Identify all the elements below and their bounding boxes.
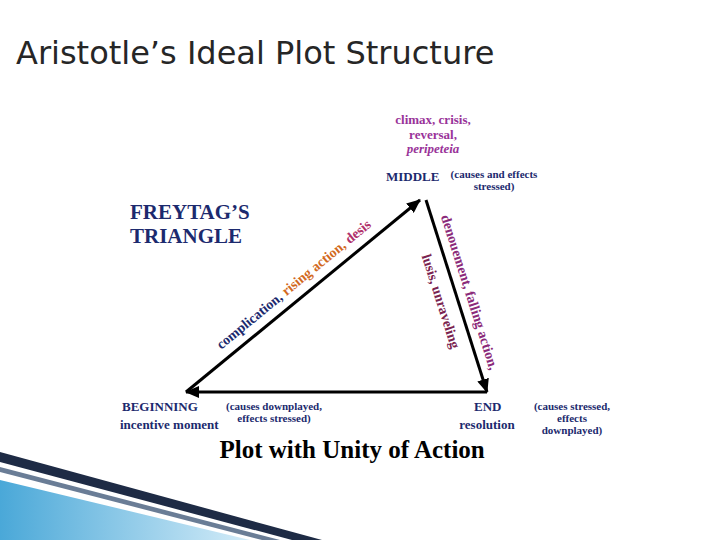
cause-effect-note: (causes and effects stressed) [444,168,544,192]
diagram-caption: Plot with Unity of Action [220,436,485,465]
label-group: denouement, falling action, [437,212,503,372]
stage-term-italic: peripeteia [407,142,460,157]
stage-name: MIDDLE [386,170,439,185]
slope-term: desis [342,217,374,247]
stage-name: BEGINNING [122,400,198,415]
stage-subtitle: resolution [459,418,514,433]
slope-term: complication, [213,289,285,352]
swoosh-stripe [0,452,322,540]
stage-terms: climax, crisis, reversal, [383,112,483,142]
plot-arrow [186,391,487,394]
plot-stage-group: BEGINNING incentive moment (causes downpla… [112,392,332,441]
cause-effect-note: (causes stressed, effects downplayed) [528,400,616,436]
stage-name: END [474,400,501,415]
cause-effect-note: (causes downplayed, effects stressed) [224,400,324,424]
label-group: FREYTAG’S TRIANGLE [130,200,300,248]
plot-stage-group: climax, crisis, reversal,peripeteiaMIDDL… [375,104,552,200]
slide-title: Aristotle’s Ideal Plot Structure [16,34,494,72]
slope-term: rising action, [278,238,348,299]
swoosh-stripe [0,467,280,540]
stage-subtitle: incentive moment [120,418,219,433]
diagram-name: FREYTAG’S TRIANGLE [130,200,250,248]
